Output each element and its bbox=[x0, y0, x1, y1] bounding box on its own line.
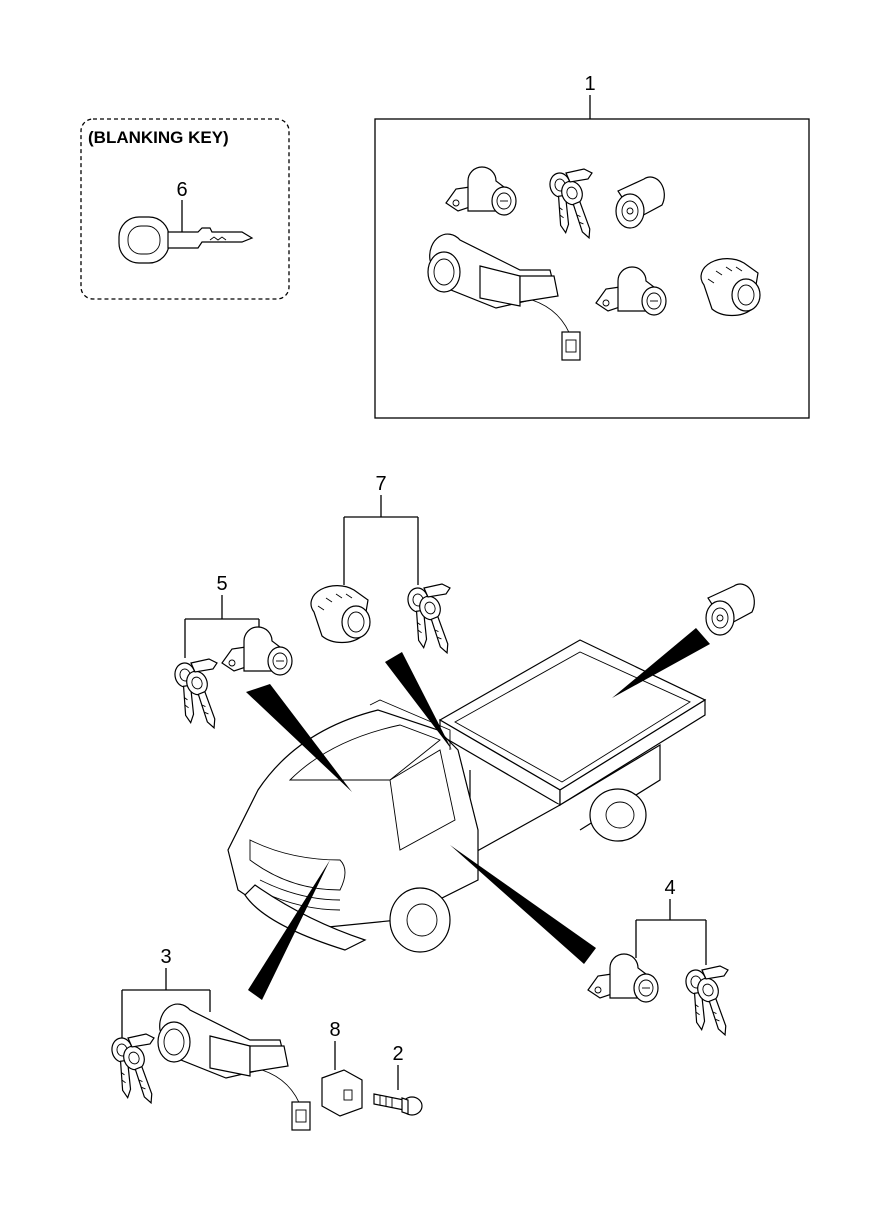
blanking-key-title: (BLANKING KEY) bbox=[88, 128, 229, 147]
fuel-cap-lock-icon bbox=[310, 585, 371, 644]
key-icon bbox=[110, 1034, 161, 1106]
pointer-3 bbox=[248, 860, 330, 1000]
lock-cylinder-icon bbox=[615, 176, 665, 229]
key-icon bbox=[118, 216, 254, 264]
lock-cylinder-icon bbox=[705, 583, 755, 636]
pointer-7 bbox=[385, 652, 452, 750]
ignition-switch-icon bbox=[427, 233, 581, 361]
lock-cylinder-icon bbox=[595, 266, 667, 316]
key-icon bbox=[548, 169, 599, 241]
ignition-switch-icon bbox=[157, 1003, 311, 1131]
bracket-icon bbox=[321, 1069, 363, 1117]
callout-6: 6 bbox=[176, 179, 187, 201]
blanking-key-box bbox=[80, 118, 290, 300]
lock-cylinder-icon bbox=[587, 953, 659, 1003]
callout-2: 2 bbox=[392, 1043, 403, 1065]
lock-cylinder-icon bbox=[445, 166, 517, 216]
callout-5: 5 bbox=[216, 573, 227, 595]
lock-cylinder-icon bbox=[221, 626, 293, 676]
callout-8: 8 bbox=[329, 1019, 340, 1041]
pointer-4 bbox=[450, 845, 596, 964]
key-icon bbox=[173, 659, 224, 731]
pointer-trunk bbox=[612, 628, 710, 698]
fuel-cap-lock-icon bbox=[700, 258, 761, 317]
callout-7: 7 bbox=[375, 473, 386, 495]
callout-3: 3 bbox=[160, 946, 171, 968]
kit-box bbox=[374, 118, 810, 419]
bolt-icon bbox=[373, 1093, 423, 1116]
key-icon bbox=[684, 966, 735, 1038]
key-icon bbox=[406, 584, 457, 656]
truck-icon bbox=[227, 639, 707, 953]
callout-1: 1 bbox=[584, 73, 595, 95]
callout-4: 4 bbox=[664, 877, 675, 899]
pointer-5 bbox=[246, 684, 352, 792]
